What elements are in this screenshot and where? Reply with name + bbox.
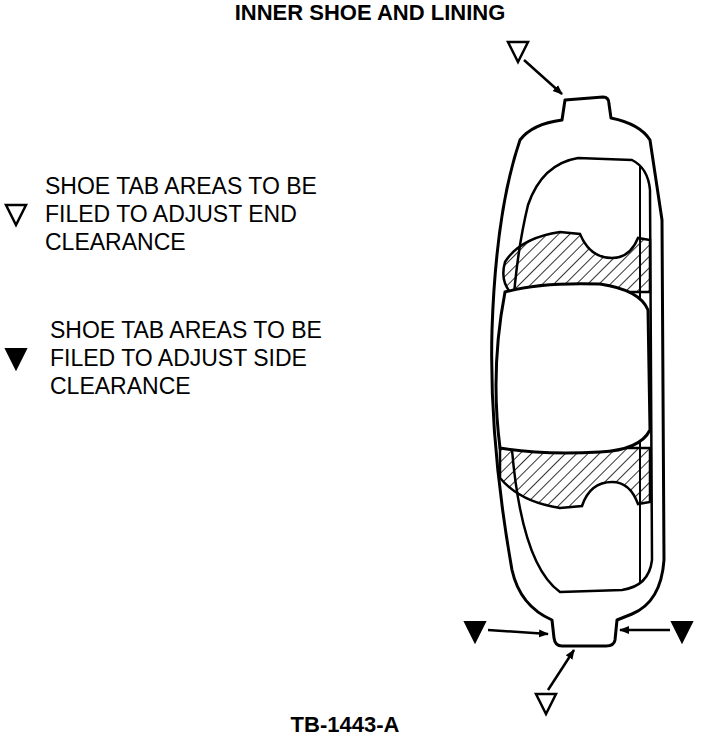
legend-text: SHOE TAB AREAS TO BE FILED TO ADJUST END… [45, 172, 365, 256]
diagram-title: INNER SHOE AND LINING [235, 0, 506, 26]
shoe-outline [492, 97, 664, 646]
open-triangle [508, 42, 528, 62]
legend-text: SHOE TAB AREAS TO BE FILED TO ADJUST SID… [50, 316, 370, 400]
open-triangle [536, 694, 556, 714]
hatched-band [500, 448, 650, 508]
leader-line [548, 650, 574, 690]
legend-symbol [6, 349, 26, 369]
figure-caption: TB-1443-A [291, 712, 400, 738]
filled-triangle [672, 622, 692, 642]
leader-line [620, 629, 670, 632]
filled-triangle [465, 622, 485, 642]
legend-symbol [6, 205, 26, 225]
leader-line [524, 60, 562, 94]
leader-line [488, 630, 548, 634]
bore-outline [496, 284, 650, 453]
